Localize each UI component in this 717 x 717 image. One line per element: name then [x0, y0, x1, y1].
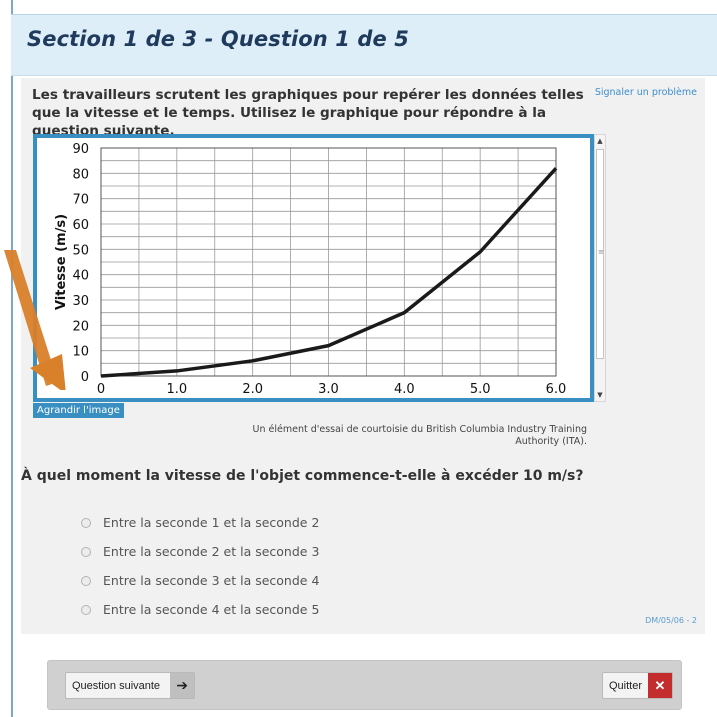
y-tick-label: 50 [72, 243, 89, 258]
x-tick-label: 0 [97, 382, 105, 397]
question-header: Section 1 de 3 - Question 1 de 5 [11, 14, 717, 76]
answer-options: Entre la seconde 1 et la seconde 2 Entre… [81, 508, 319, 624]
answer-label: Entre la seconde 1 et la seconde 2 [103, 515, 320, 530]
y-tick-label: 70 [72, 193, 89, 208]
navigation-footer: Question suivante ➔ Quitter ✕ [47, 660, 682, 710]
page-title: Section 1 de 3 - Question 1 de 5 [27, 27, 409, 51]
y-tick-label: 40 [72, 269, 89, 284]
report-problem-link[interactable]: Signaler un problème [594, 87, 697, 98]
question-intro: Les travailleurs scrutent les graphiques… [32, 87, 584, 139]
grip-icon: ≡ [598, 248, 604, 256]
next-question-button[interactable]: Question suivante ➔ [65, 672, 196, 699]
y-tick-label: 30 [72, 294, 89, 309]
quit-button[interactable]: Quitter ✕ [601, 672, 673, 699]
x-tick-label: 1.0 [166, 382, 187, 397]
plot-frame [100, 147, 557, 377]
question-text: À quel moment la vitesse de l'objet comm… [21, 468, 584, 484]
y-tick-label: 20 [72, 319, 89, 334]
chart-container: 0 10 20 30 40 50 60 70 80 90 0 1.0 2.0 3.0 4.0 5.0 6.0 Vi… [33, 134, 594, 402]
arrow-right-icon: ➔ [170, 673, 195, 698]
scroll-down-icon[interactable]: ▼ [597, 391, 603, 399]
scroll-thumb[interactable]: ≡ [596, 149, 604, 359]
radio-button[interactable] [81, 546, 91, 557]
y-tick-label: 60 [72, 218, 89, 233]
radio-button[interactable] [81, 517, 91, 528]
answer-option-1[interactable]: Entre la seconde 1 et la seconde 2 [81, 508, 319, 537]
next-question-label: Question suivante [72, 679, 161, 692]
x-tick-label: 2.0 [242, 382, 263, 397]
answer-option-4[interactable]: Entre la seconde 4 et la seconde 5 [81, 595, 319, 624]
answer-option-3[interactable]: Entre la seconde 3 et la seconde 4 [81, 566, 319, 595]
y-axis-label: Vitesse (m/s) [54, 214, 69, 310]
answer-label: Entre la seconde 3 et la seconde 4 [103, 573, 320, 588]
y-tick-label: 90 [72, 142, 89, 157]
y-tick-label: 10 [72, 345, 89, 360]
x-tick-label: 6.0 [546, 382, 567, 397]
radio-button[interactable] [81, 604, 91, 615]
annotation-arrow-icon [4, 250, 66, 390]
speed-time-chart: 0 10 20 30 40 50 60 70 80 90 0 1.0 2.0 3.0 4.0 5.0 6.0 Vi… [54, 142, 567, 397]
speed-series-line [100, 167, 558, 378]
answer-label: Entre la seconde 4 et la seconde 5 [103, 602, 320, 617]
answer-label: Entre la seconde 2 et la seconde 3 [103, 544, 320, 559]
scroll-up-icon[interactable]: ▲ [597, 137, 603, 145]
x-tick-label: 3.0 [318, 382, 339, 397]
y-tick-label: 0 [81, 370, 89, 385]
y-tick-label: 80 [72, 167, 89, 182]
x-tick-label: 5.0 [470, 382, 491, 397]
question-panel: Les travailleurs scrutent les graphiques… [21, 78, 705, 634]
x-tick-label: 4.0 [394, 382, 415, 397]
enlarge-image-link[interactable]: Agrandir l'image [33, 403, 124, 418]
quit-label: Quitter [608, 679, 642, 692]
radio-button[interactable] [81, 575, 91, 586]
close-icon: ✕ [648, 673, 672, 698]
item-code: DM/05/06 - 2 [645, 616, 697, 625]
chart-scrollbar[interactable]: ▲ ≡ ▼ [594, 134, 606, 402]
answer-option-2[interactable]: Entre la seconde 2 et la seconde 3 [81, 537, 319, 566]
image-credit: Un élément d'essai de courtoisie du Brit… [252, 424, 587, 447]
